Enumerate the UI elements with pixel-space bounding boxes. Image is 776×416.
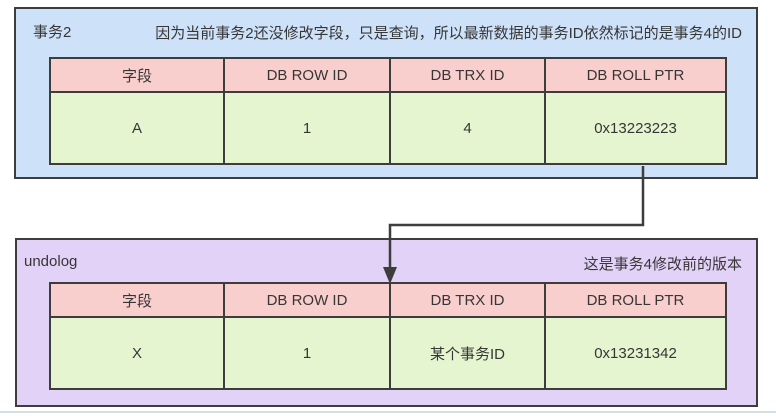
table-header-row: 字段 DB ROW ID DB TRX ID DB ROLL PTR xyxy=(49,282,727,318)
transaction-box-label: 事务2 xyxy=(33,24,72,41)
bottom-divider xyxy=(0,411,776,413)
table-data-row: A 1 4 0x13223223 xyxy=(49,91,727,165)
header-cell-field: 字段 xyxy=(49,282,225,318)
header-cell-db-roll-ptr: DB ROLL PTR xyxy=(544,282,727,318)
cell-field-value: A xyxy=(49,91,225,165)
header-cell-db-roll-ptr: DB ROLL PTR xyxy=(544,57,727,93)
cell-db-roll-ptr-value: 0x13231342 xyxy=(544,316,727,390)
cell-db-trx-id-value: 某个事务ID xyxy=(389,316,546,390)
header-cell-field: 字段 xyxy=(49,57,225,93)
cell-db-trx-id-value: 4 xyxy=(389,91,546,165)
header-cell-db-trx-id: DB TRX ID xyxy=(389,282,546,318)
table-data-row: X 1 某个事务ID 0x13231342 xyxy=(49,316,727,390)
cell-db-roll-ptr-value: 0x13223223 xyxy=(544,91,727,165)
cell-field-value: X xyxy=(49,316,225,390)
cell-db-row-id-value: 1 xyxy=(223,316,391,390)
header-cell-db-row-id: DB ROW ID xyxy=(223,57,391,93)
undolog-box-annotation: 这是事务4修改前的版本 xyxy=(583,256,742,273)
cell-db-row-id-value: 1 xyxy=(223,91,391,165)
transaction-table: 字段 DB ROW ID DB TRX ID DB ROLL PTR A 1 4… xyxy=(49,57,727,165)
header-cell-db-row-id: DB ROW ID xyxy=(223,282,391,318)
table-header-row: 字段 DB ROW ID DB TRX ID DB ROLL PTR xyxy=(49,57,727,93)
undolog-box-label: undolog xyxy=(24,253,78,270)
header-cell-db-trx-id: DB TRX ID xyxy=(389,57,546,93)
undolog-table: 字段 DB ROW ID DB TRX ID DB ROLL PTR X 1 某… xyxy=(49,282,727,390)
transaction-box-annotation: 因为当前事务2还没修改字段，只是查询，所以最新数据的事务ID依然标记的是事务4的… xyxy=(155,25,742,42)
